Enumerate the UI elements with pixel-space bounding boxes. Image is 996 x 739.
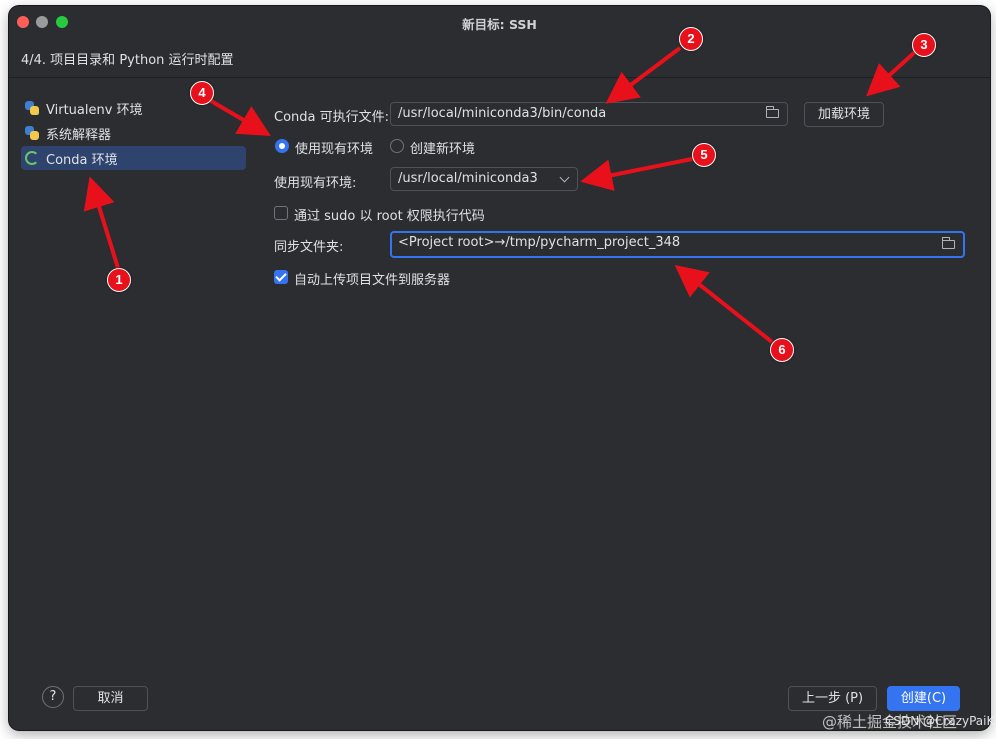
annotation-arrow-4 [209, 99, 271, 137]
maximize-window-button[interactable] [56, 16, 68, 28]
annotation-arrow-6 [674, 265, 774, 344]
existing-env-value: /usr/local/miniconda3 [398, 171, 538, 186]
help-button[interactable]: ? [42, 686, 64, 708]
sidebar-item-system-interpreter[interactable]: 系统解释器 [21, 121, 246, 145]
existing-env-select[interactable]: /usr/local/miniconda3 [390, 167, 578, 191]
conda-exec-field[interactable]: /usr/local/miniconda3/bin/conda [390, 102, 788, 126]
annotation-arrow-5 [580, 157, 693, 191]
sync-folder-value: <Project root>→/tmp/pycharm_project_348 [398, 235, 681, 250]
header-divider [9, 77, 990, 78]
annotation-badge-4: 4 [190, 81, 214, 105]
create-button[interactable]: 创建(C) [887, 686, 960, 711]
use-existing-radio[interactable] [275, 139, 289, 153]
title-bar: 新目标: SSH [9, 6, 990, 38]
sidebar-item-conda[interactable]: Conda 环境 [21, 146, 246, 170]
sidebar-item-label: Virtualenv 环境 [46, 102, 143, 118]
annotation-badge-5: 5 [692, 143, 716, 167]
annotation-badge-3: 3 [912, 33, 936, 57]
window-title: 新目标: SSH [462, 17, 537, 32]
step-header: 4/4. 项目目录和 Python 运行时配置 [21, 53, 234, 68]
auto-upload-checkbox-label[interactable]: 自动上传项目文件到服务器 [294, 273, 451, 288]
sync-folder-field[interactable]: <Project root>→/tmp/pycharm_project_348 [390, 231, 965, 258]
conda-exec-value: /usr/local/miniconda3/bin/conda [398, 106, 607, 121]
create-new-radio[interactable] [390, 139, 404, 153]
use-existing-radio-label[interactable]: 使用现有环境 [295, 142, 374, 157]
sync-folder-label: 同步文件夹: [274, 240, 344, 255]
sidebar-item-label: Conda 环境 [46, 152, 118, 168]
annotation-badge-2: 2 [679, 27, 703, 51]
annotation-arrow-3 [866, 50, 917, 97]
prev-button[interactable]: 上一步 (P) [788, 686, 877, 711]
close-window-button[interactable] [17, 16, 29, 28]
conda-icon [25, 151, 39, 165]
python-icon [25, 126, 39, 140]
folder-icon[interactable] [766, 106, 779, 118]
virtualenv-icon [25, 101, 39, 115]
conda-exec-label: Conda 可执行文件: [274, 110, 390, 125]
watermark-csdn: CSDN @CrazyPaiK [885, 714, 995, 728]
minimize-window-button[interactable] [36, 16, 48, 28]
cancel-button[interactable]: 取消 [73, 686, 148, 711]
sudo-checkbox[interactable] [274, 206, 288, 220]
load-env-button[interactable]: 加载环境 [804, 102, 884, 127]
annotation-arrow-2 [605, 46, 682, 104]
watermark: @稀土掘金技术社区 [822, 713, 958, 731]
create-new-radio-label[interactable]: 创建新环境 [410, 142, 476, 157]
annotation-arrow-1 [83, 176, 120, 269]
existing-env-label: 使用现有环境: [274, 176, 357, 191]
folder-icon[interactable] [942, 237, 955, 249]
dialog-window: 新目标: SSH 4/4. 项目目录和 Python 运行时配置 Virtual… [9, 6, 990, 730]
annotation-badge-1: 1 [107, 268, 131, 292]
sidebar-item-virtualenv[interactable]: Virtualenv 环境 [21, 96, 246, 120]
sudo-checkbox-label[interactable]: 通过 sudo 以 root 权限执行代码 [294, 209, 485, 224]
sidebar: Virtualenv 环境 系统解释器 Conda 环境 [21, 96, 246, 171]
annotation-badge-6: 6 [770, 338, 794, 362]
sidebar-item-label: 系统解释器 [46, 127, 112, 143]
auto-upload-checkbox[interactable] [274, 270, 288, 284]
